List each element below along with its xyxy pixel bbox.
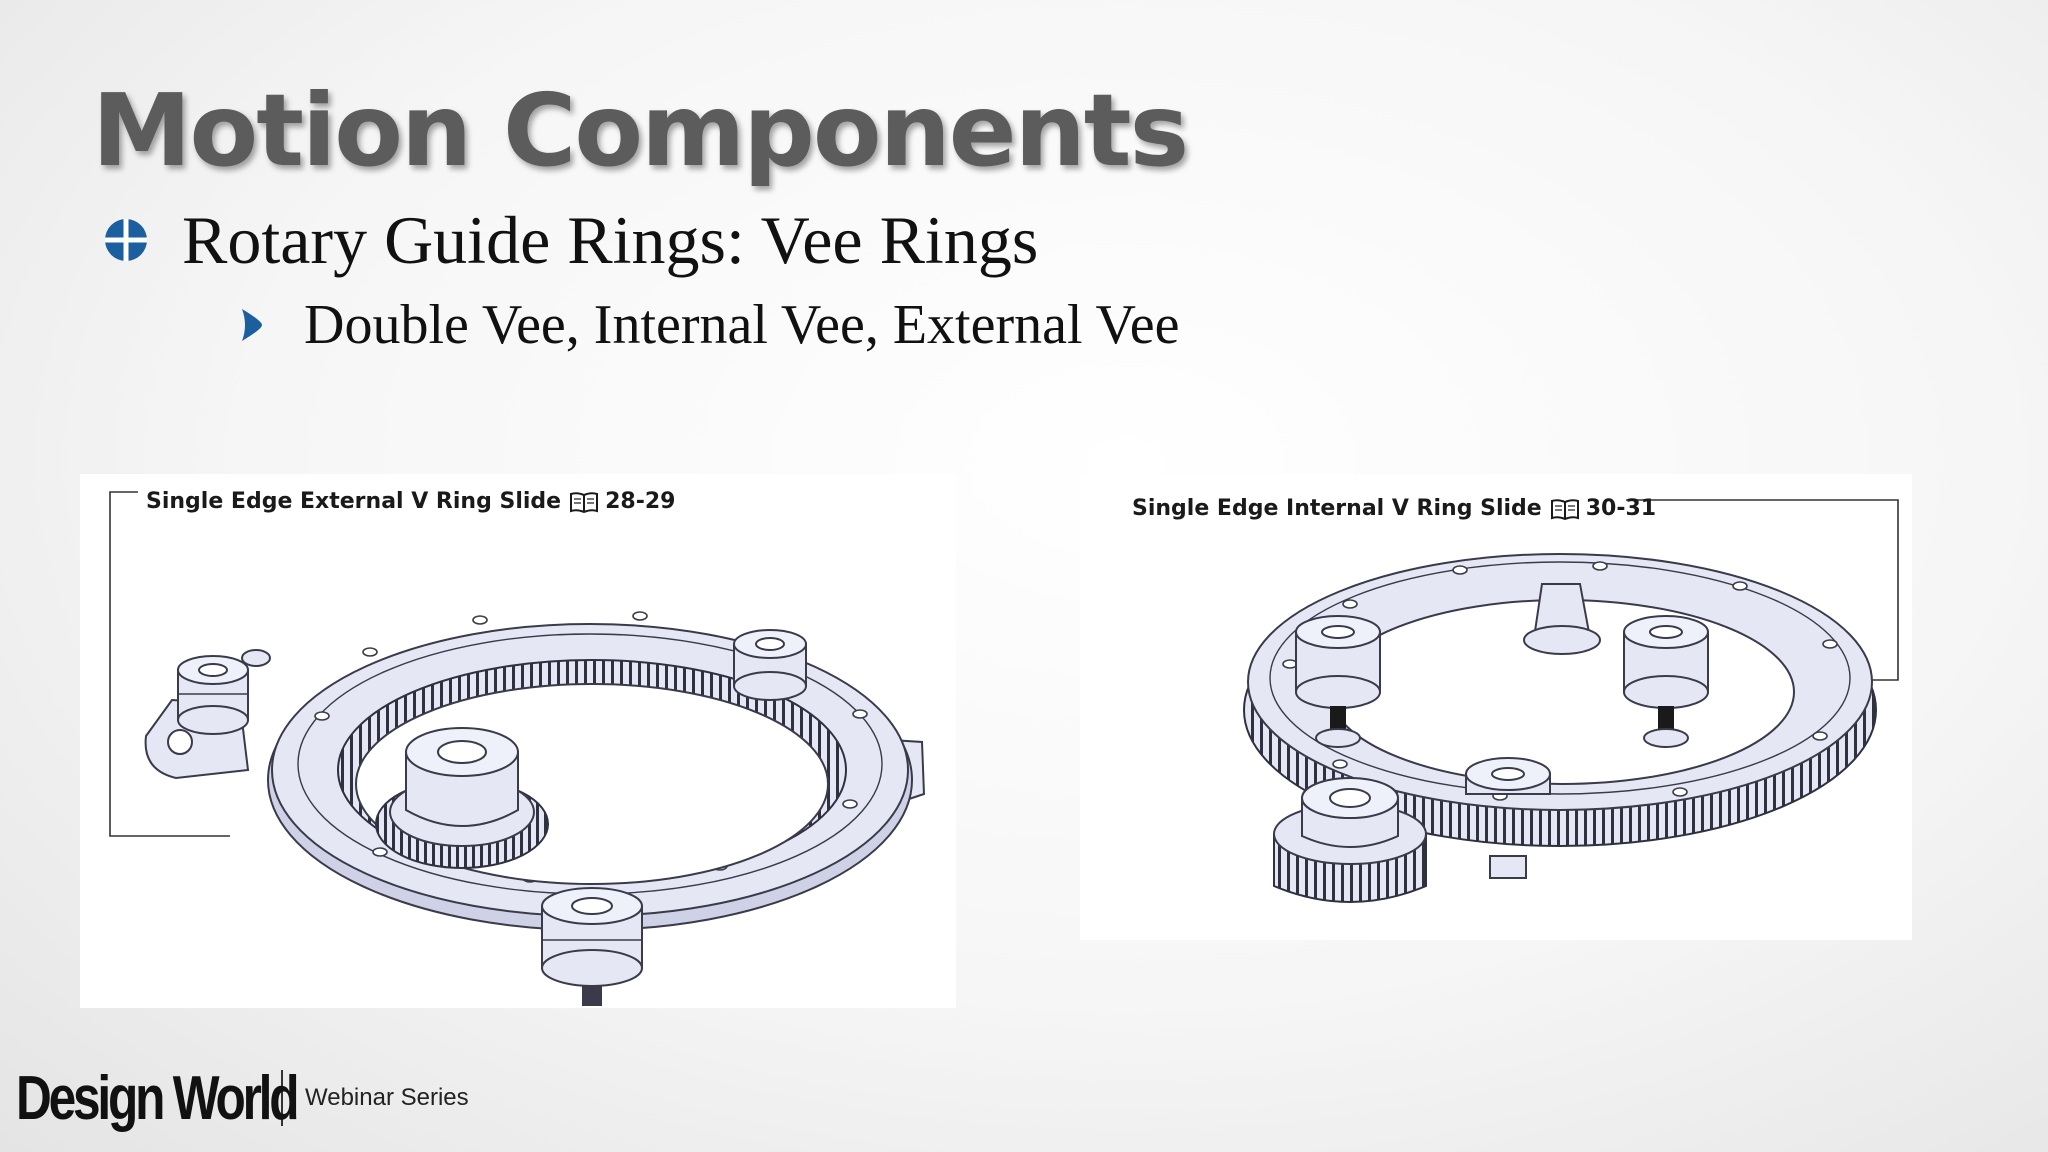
footer: Design World Webinar Series [16, 1058, 469, 1138]
figure-left-pages: 28-29 [605, 489, 676, 514]
bullet-level1-text: Rotary Guide Rings: Vee Rings [182, 201, 1039, 278]
footer-divider [281, 1070, 283, 1126]
book-icon [1550, 498, 1579, 520]
figure-right-pages: 30-31 [1585, 496, 1657, 521]
figure-left-caption: Single Edge External V Ring Slide 28-29 [146, 489, 675, 514]
bullet-level2: Double Vee, Internal Vee, External Vee [238, 290, 1179, 360]
brand-logo-text: Design World [16, 1063, 300, 1133]
figure-right-caption-text: Single Edge Internal V Ring Slide [1132, 496, 1542, 521]
bullet-level1: Rotary Guide Rings: Vee Rings [104, 200, 1038, 280]
series-label: Webinar Series [305, 1084, 469, 1111]
figure-external-v-ring: Single Edge External V Ring Slide 28-29 [80, 474, 956, 1008]
slide-title: Motion Components [92, 72, 1189, 189]
half-diamond-bullet-icon [242, 309, 262, 341]
figure-right-caption: Single Edge Internal V Ring Slide 30-31 [1132, 496, 1656, 521]
globe-bullet-icon [105, 219, 147, 261]
figure-internal-v-ring: Single Edge Internal V Ring Slide 30-31 [1080, 474, 1912, 940]
bullet-level2-text: Double Vee, Internal Vee, External Vee [304, 294, 1180, 356]
external-v-ring-drawing [109, 491, 926, 1006]
internal-v-ring-drawing [1243, 499, 1899, 903]
figure-left-caption-text: Single Edge External V Ring Slide [146, 489, 562, 514]
book-icon [570, 491, 599, 513]
